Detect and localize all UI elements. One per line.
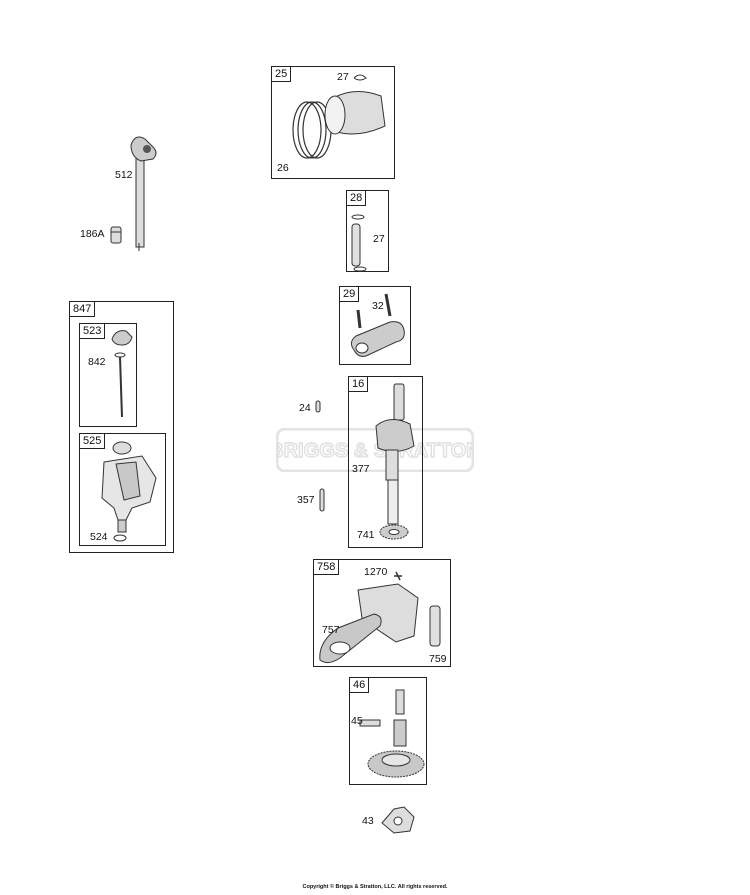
callout-512: 512 — [115, 169, 133, 181]
crankshaft-illustration — [375, 383, 415, 525]
callout-26: 26 — [277, 162, 289, 174]
callout-32: 32 — [372, 300, 384, 312]
callout-24: 24 — [299, 402, 311, 414]
callout-1270: 1270 — [364, 566, 388, 578]
dipstick-tube-illustration — [130, 136, 157, 251]
assembly-523-tag: 523 — [80, 324, 106, 339]
key-pin-illustration — [319, 488, 325, 512]
assembly-847-tag: 847 — [70, 302, 96, 317]
callout-357: 357 — [297, 494, 315, 506]
callout-377: 377 — [352, 463, 370, 475]
callout-524: 524 — [90, 531, 108, 543]
assembly-523-box: 523 — [79, 323, 137, 427]
assembly-46-tag: 46 — [350, 678, 370, 693]
wrist-pin-illustration — [351, 214, 367, 272]
compression-release-illustration — [381, 806, 415, 834]
assembly-28-tag: 28 — [347, 191, 367, 206]
governor-bracket-illustration — [319, 571, 441, 664]
assembly-29-box: 29 — [339, 286, 411, 365]
assembly-847-box: 847 — [69, 301, 174, 553]
callout-741: 741 — [357, 529, 375, 541]
assembly-46-box: 46 — [349, 677, 427, 785]
oil-fill-tube-illustration — [101, 441, 157, 542]
assembly-758-box: 758 — [313, 559, 451, 667]
assembly-29-tag: 29 — [340, 287, 360, 302]
assembly-25-box: 25 — [271, 66, 395, 179]
assembly-525-tag: 525 — [80, 434, 106, 449]
assembly-16-box: 16 — [348, 376, 423, 548]
copyright-notice: Copyright © Briggs & Stratton, LLC. All … — [302, 884, 448, 890]
camshaft-illustration — [359, 689, 425, 778]
assembly-758-tag: 758 — [314, 560, 340, 575]
callout-43: 43 — [362, 815, 374, 827]
callout-186a: 186A — [80, 228, 105, 240]
callout-45: 45 — [351, 715, 363, 727]
callout-759: 759 — [429, 653, 447, 665]
assembly-25-tag: 25 — [272, 67, 292, 82]
brand-watermark: BRIGGS & STRATTON — [276, 428, 474, 472]
callout-27-piston: 27 — [337, 71, 349, 83]
assembly-525-box: 525 — [79, 433, 166, 546]
callout-757: 757 — [322, 624, 340, 636]
connecting-rod-illustration — [350, 293, 405, 357]
grommet-illustration — [110, 226, 122, 244]
dipstick-illustration — [111, 330, 133, 418]
callout-27-pin: 27 — [373, 233, 385, 245]
timing-gear-illustration — [379, 524, 409, 540]
callout-842: 842 — [88, 356, 106, 368]
watermark-text: BRIGGS & STRATTON — [276, 440, 474, 462]
piston-rings-illustration — [292, 91, 386, 159]
assembly-28-box: 28 — [346, 190, 389, 272]
dowel-pin-illustration — [315, 400, 321, 413]
assembly-16-tag: 16 — [349, 377, 369, 392]
retainer-clip-illustration — [353, 74, 367, 81]
